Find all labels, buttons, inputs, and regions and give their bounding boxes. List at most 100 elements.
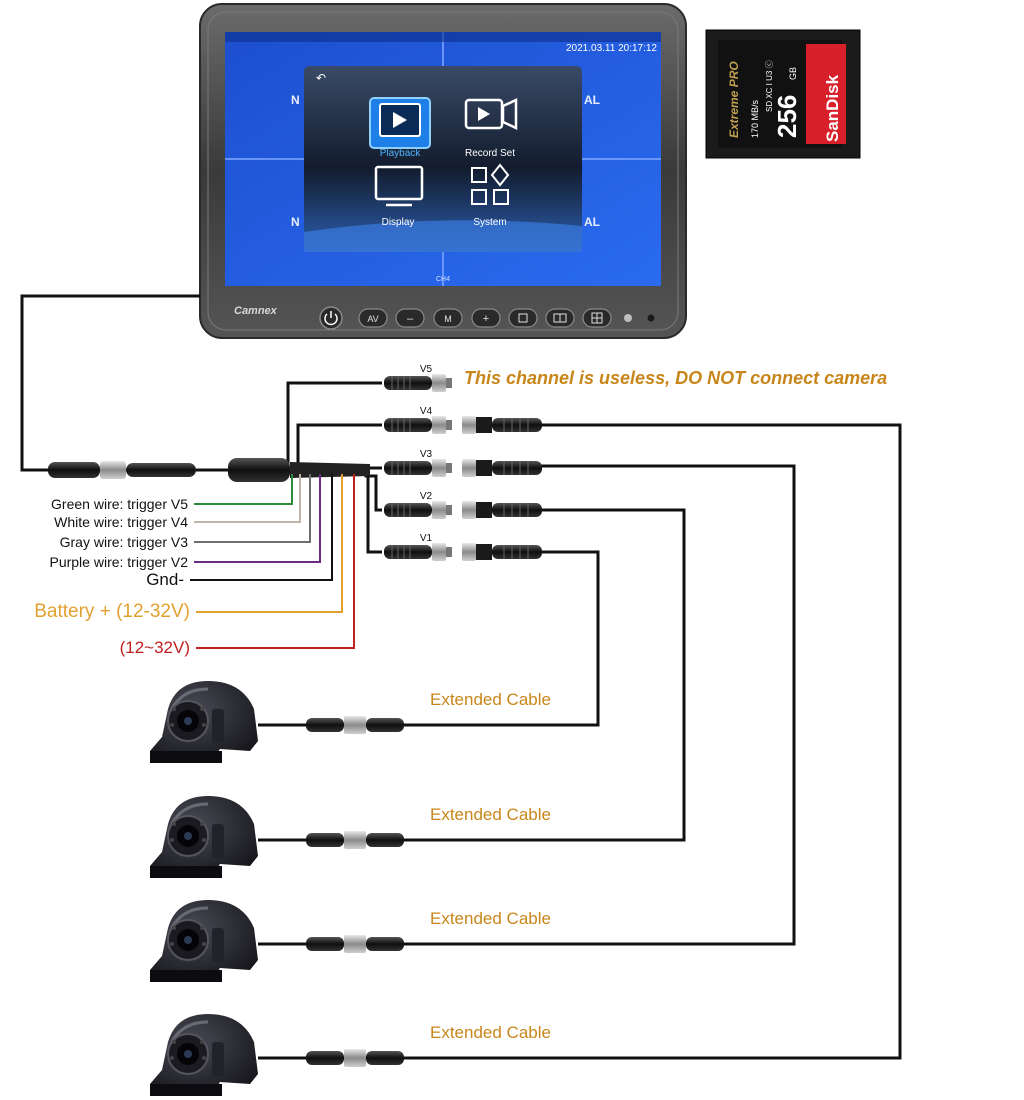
cable-coupler (344, 831, 366, 849)
wire-label: Gray wire: trigger V3 (60, 534, 189, 550)
plus-button[interactable]: + (471, 308, 501, 328)
ir-sensor (624, 314, 632, 322)
av-button[interactable]: AV (358, 308, 388, 328)
monitor: 2021.03.11 20:17:12 CH4 N AL N AL ↶ Play… (199, 3, 687, 339)
wire-leads: Green wire: trigger V5 White wire: trigge… (34, 474, 355, 657)
wire-5: Gnd- (146, 474, 333, 589)
wire-label: (12~32V) (120, 638, 190, 657)
menu-item-display[interactable]: Display (374, 165, 424, 228)
plus-button-label: + (483, 313, 489, 325)
wire-7: (12~32V) (120, 474, 355, 657)
single-view-button[interactable] (508, 308, 538, 328)
cable-coupler (344, 716, 366, 734)
cable-plug (306, 937, 344, 951)
screen-datetime: 2021.03.11 20:17:12 (566, 43, 657, 54)
power-icon (324, 311, 338, 326)
extension-route-3 (404, 464, 796, 946)
branch-cable-v4 (296, 423, 382, 466)
connector-v1: V1 (383, 533, 543, 562)
menu-button[interactable]: M (433, 308, 463, 328)
channel-tag: CH4 (436, 276, 450, 283)
camera-record-icon (464, 98, 518, 130)
wire-label: Purple wire: trigger V2 (49, 554, 188, 570)
cabling (20, 294, 902, 1060)
wire-label: White wire: trigger V4 (54, 514, 188, 530)
quad-view-icon (591, 312, 603, 324)
cable-label: Extended Cable (430, 909, 551, 928)
male-plug (383, 458, 453, 478)
screen-corner-label: N (291, 93, 300, 107)
warning-text: This channel is useless, DO NOT connect … (464, 368, 887, 388)
power-button[interactable] (319, 306, 343, 330)
wire-line (196, 474, 343, 613)
female-plug (461, 415, 543, 435)
menu-button-label: M (444, 314, 452, 324)
cable-label: Extended Cable (430, 805, 551, 824)
dome-camera (148, 679, 260, 765)
extension-route-4 (404, 423, 902, 1060)
screen-corner-label: N (291, 215, 300, 229)
sd-card-unit: GB (788, 67, 798, 80)
menu-item-record-set[interactable]: Record Set (464, 98, 518, 159)
connector-label: V5 (420, 364, 433, 375)
cable-plug (366, 1051, 404, 1065)
camera-3: Extended Cable (148, 898, 551, 984)
dome-camera (148, 1012, 260, 1098)
minus-button[interactable]: – (395, 308, 425, 328)
cable-plug (306, 833, 344, 847)
cable-coupler (344, 935, 366, 953)
cable-plug (306, 1051, 344, 1065)
connector-v3: V3 (383, 449, 543, 478)
cable-label: Extended Cable (430, 690, 551, 709)
screen-corner-label: AL (584, 93, 600, 107)
quad-view-button[interactable] (582, 308, 612, 328)
split-view-icon (553, 313, 567, 323)
wire-line (194, 474, 301, 523)
system-grid-icon (471, 163, 510, 205)
connector-label: V3 (420, 449, 433, 460)
menu-label-system: System (473, 217, 506, 228)
connector-label: V2 (420, 491, 433, 502)
back-arrow-icon[interactable]: ↶ (316, 71, 326, 85)
connector-label: V4 (420, 406, 433, 417)
sd-card: SanDisk 256 GB Extreme PRO 170 MB/s SD X… (705, 29, 861, 159)
male-plug (383, 373, 453, 393)
dome-camera (148, 794, 260, 880)
minus-button-label: – (407, 313, 414, 325)
sd-card-speed: 170 MB/s (750, 99, 760, 138)
wire-label: Gnd- (146, 570, 184, 589)
wire-2: White wire: trigger V4 (54, 474, 301, 530)
female-plug (461, 500, 543, 520)
male-plug (383, 542, 453, 562)
single-view-icon (518, 313, 528, 323)
branch-cable-v1 (366, 472, 382, 554)
menu-label-record-set: Record Set (465, 148, 515, 159)
connector-v4: V4 (383, 406, 543, 435)
split-view-button[interactable] (545, 308, 575, 328)
screen-corner-label: AL (584, 215, 600, 229)
connector-v2: V2 (383, 491, 543, 520)
cable-coupler (344, 1049, 366, 1067)
cable-plug (366, 718, 404, 732)
extension-route-2 (404, 508, 686, 842)
wire-1: Green wire: trigger V5 (51, 474, 293, 512)
wire-3: Gray wire: trigger V3 (60, 474, 311, 550)
female-plug (461, 542, 543, 562)
menu-label-playback: Playback (380, 148, 422, 159)
wire-line (196, 474, 355, 649)
cable-plug (306, 718, 344, 732)
main-harness (48, 458, 370, 482)
extension-route-1 (404, 550, 600, 727)
wire-line (194, 474, 321, 563)
cable-label: Extended Cable (430, 1023, 551, 1042)
cable-plug (366, 833, 404, 847)
menu-item-playback[interactable]: Playback (369, 97, 431, 159)
menu-item-system[interactable]: System (471, 163, 510, 228)
male-plug (383, 500, 453, 520)
monitor-icon (374, 165, 424, 207)
sd-card-line: Extreme PRO (727, 61, 741, 138)
wire-label: Battery + (12-32V) (34, 601, 190, 622)
wire-label: Green wire: trigger V5 (51, 496, 188, 512)
